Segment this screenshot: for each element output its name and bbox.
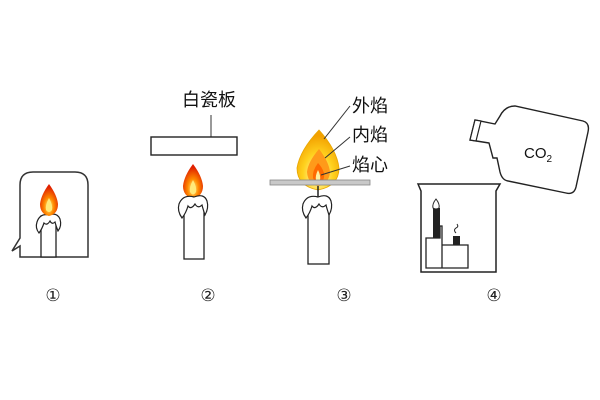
candle-1 [35, 213, 62, 258]
co2-label: CO2 [524, 145, 553, 165]
candle-2 [177, 195, 209, 260]
beaker [416, 183, 502, 273]
co2-bottle: CO2 [469, 105, 590, 195]
outer-flame-label: 外焰 [352, 96, 388, 117]
flame-core-label: 焰心 [352, 155, 388, 176]
porcelain-plate [150, 136, 238, 156]
panel-4-number: ④ [486, 286, 501, 306]
flame-2 [183, 164, 203, 199]
panel-2-number: ② [200, 286, 215, 306]
flame-label-lines [320, 105, 351, 176]
plate-label: 白瓷板 [182, 90, 236, 111]
panel-1-number: ① [45, 286, 60, 306]
candle-short [453, 223, 460, 245]
panel-1: ① [11, 171, 89, 306]
candle-3 [301, 186, 333, 265]
wooden-stick [269, 179, 371, 186]
inner-flame-label: 内焰 [352, 125, 388, 146]
candle-tall [432, 198, 440, 238]
flame-1 [40, 184, 58, 216]
panel-4: CO2 ④ [416, 105, 590, 306]
panel-3: 外焰 内焰 焰心 ③ [269, 96, 388, 306]
panel-2: 白瓷板 ② [150, 90, 238, 306]
stepped-stand [425, 225, 469, 269]
panel-3-number: ③ [336, 286, 351, 306]
